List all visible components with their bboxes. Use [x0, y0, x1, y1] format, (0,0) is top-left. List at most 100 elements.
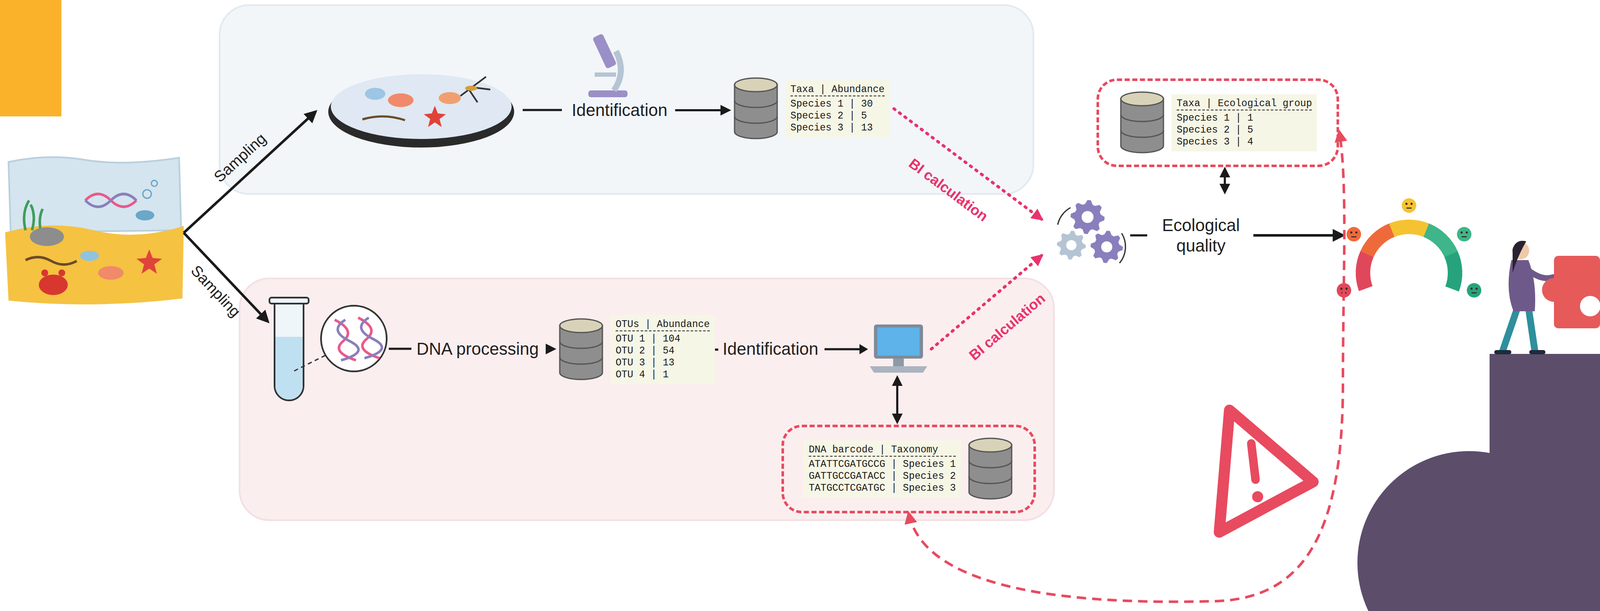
line [1130, 234, 1148, 237]
table-header: OTUs | Abundance [615, 318, 710, 332]
microscope-icon [588, 33, 628, 98]
flow-connector [714, 348, 719, 351]
rotation-arc [1119, 233, 1126, 264]
face-mouth [1461, 236, 1467, 238]
face-eye [1340, 287, 1343, 290]
table-row: OTU 2 | 54 [615, 344, 710, 357]
sample-tube [269, 297, 329, 401]
table-row: Species 2 | 5 [1176, 124, 1312, 136]
cylinder-top [559, 318, 603, 333]
mood-face [1456, 226, 1472, 242]
face-eye [1410, 202, 1413, 206]
laptop-base [869, 366, 928, 373]
data-table: Taxa | AbundanceSpecies 1 | 30Species 2 … [732, 76, 890, 142]
flow-line [388, 347, 412, 351]
data-table: OTUs | AbundanceOTU 1 | 104OTU 2 | 54OTU… [557, 315, 715, 385]
corner-block [0, 0, 62, 117]
table-row: Species 1 | 30 [790, 98, 885, 110]
laptop-icon [869, 322, 928, 376]
sampling-label: Sampling [187, 261, 245, 321]
face-eye [1350, 231, 1353, 234]
table-row: Species 3 | 4 [1176, 135, 1312, 148]
cylinder-top [969, 438, 1012, 452]
cylinder-band [969, 460, 1012, 468]
quality-gauge [1336, 198, 1482, 298]
face-mouth [1471, 292, 1477, 294]
face-eye [1460, 231, 1463, 234]
laptop-screen [877, 327, 920, 356]
gauge-segment [1362, 253, 1368, 289]
cylinder-band [1120, 114, 1164, 122]
table-text: Taxa | Ecological groupSpecies 1 | 1Spec… [1171, 94, 1317, 152]
arrow-head [859, 344, 868, 355]
face-eye [1465, 231, 1468, 234]
face-eye [1405, 202, 1408, 206]
table-text: OTUs | AbundanceOTU 1 | 104OTU 2 | 54OTU… [610, 315, 715, 385]
connector-line [1130, 233, 1148, 238]
flow-connector [675, 109, 730, 112]
habitat-scene [5, 157, 184, 305]
cylinder-band [1120, 130, 1164, 138]
table-header: Taxa | Ecological group [1176, 97, 1312, 111]
face-eye [1475, 287, 1478, 290]
result-node: Ecological quality [1044, 194, 1255, 276]
table-header: Taxa | Abundance [790, 83, 885, 97]
table-row: Species 1 | 1 [1176, 112, 1312, 125]
table-row: OTU 1 | 104 [615, 332, 710, 345]
gauge-segment [1366, 230, 1392, 255]
face-mouth [1351, 236, 1357, 238]
cylinder-top [1120, 92, 1164, 106]
sampling-arrow [183, 111, 316, 233]
cylinder-top [734, 78, 778, 92]
face-eye [1345, 287, 1348, 290]
flow-connector [546, 347, 555, 351]
flow-arrow [1253, 234, 1343, 237]
table-row: OTU 3 | 13 [615, 356, 710, 369]
mood-face [1466, 283, 1482, 298]
table-row: ATATTCGATGCCG | Species 1 [808, 458, 956, 471]
table-text: Taxa | AbundanceSpecies 1 | 30Species 2 … [785, 80, 890, 138]
step-label: DNA processing [412, 336, 544, 362]
database-icon [1118, 90, 1166, 156]
gear [1090, 230, 1123, 264]
gear-hole [1066, 240, 1077, 251]
sampling-label: Sampling [210, 129, 270, 186]
table-row: Species 2 | 5 [790, 109, 885, 122]
arrow-shaft [824, 347, 861, 351]
database-icon [966, 436, 1014, 502]
step-label: Identification [567, 98, 672, 123]
table-header: DNA barcode | Taxonomy [808, 443, 956, 457]
flow-arrow [822, 340, 870, 358]
gear [1070, 199, 1105, 235]
laptop-frame [873, 324, 923, 359]
step-node: DNA processing [412, 336, 544, 362]
mood-face [1401, 198, 1417, 213]
database-icon [732, 76, 780, 142]
gauge-segment [1451, 254, 1456, 290]
table-row: GATTGCCGATACC | Species 2 [808, 470, 956, 483]
face-eye [1355, 231, 1358, 234]
gear-hole [1101, 241, 1113, 253]
cylinder-body [559, 325, 603, 380]
database-icon [557, 317, 605, 382]
face-eye [1470, 287, 1473, 290]
data-table: DNA barcode | TaxonomyATATTCGATGCCG | Sp… [781, 424, 1036, 514]
cylinder-band [969, 476, 1012, 484]
laptop-stand [893, 358, 904, 367]
table-row: TATGCCTCGATGC | Species 3 [808, 482, 956, 495]
cylinder-body [1120, 98, 1164, 153]
cylinder-band [734, 100, 778, 108]
warning-sign [1219, 410, 1314, 533]
cylinder-band [559, 341, 603, 349]
flow-line [522, 109, 562, 112]
edge-label: BI calculation [964, 288, 1051, 365]
dna-magnifier [321, 305, 387, 372]
table-row: Species 3 | 13 [790, 121, 885, 134]
gauge-segment [1391, 226, 1427, 231]
gear [1056, 230, 1086, 260]
cylinder-band [734, 116, 778, 124]
cylinder-body [734, 84, 778, 139]
data-table: Taxa | Ecological groupSpecies 1 | 1Spec… [1096, 78, 1340, 168]
rotation-arc [1057, 207, 1071, 225]
